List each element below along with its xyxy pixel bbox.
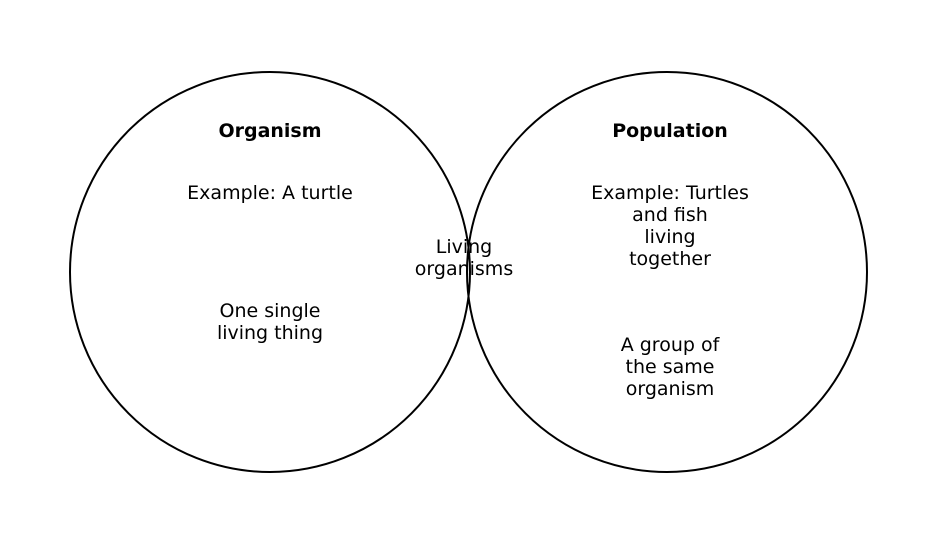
population-title: Population: [612, 120, 728, 142]
population-circle: [466, 71, 868, 473]
organism-title: Organism: [218, 120, 322, 142]
intersection-text: Living organisms: [414, 236, 514, 280]
population-example: Example: Turtles and fish living togethe…: [591, 182, 749, 270]
organism-example: Example: A turtle: [187, 182, 353, 204]
organism-description: One single living thing: [216, 300, 324, 344]
population-description: A group of the same organism: [620, 334, 720, 400]
organism-circle: [69, 71, 471, 473]
